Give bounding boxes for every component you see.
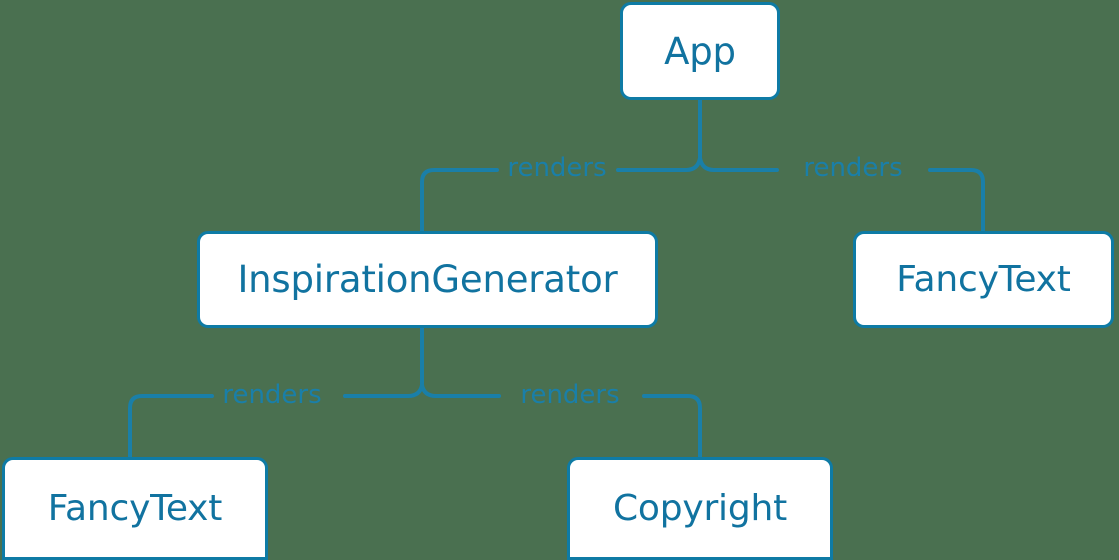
edge-inspirationgenerator-to-copyright <box>420 383 501 398</box>
node-fancy-text-right[interactable]: FancyText <box>853 231 1114 328</box>
node-fancy-text-bottom[interactable]: FancyText <box>2 457 268 560</box>
edge-inspirationgenerator-to-copyright-tail <box>642 394 702 459</box>
edge-app-to-fancytext-right <box>698 156 779 172</box>
node-fancy-text-bottom-label: FancyText <box>47 488 223 529</box>
node-inspiration-generator-label: InspirationGenerator <box>237 258 618 301</box>
edge-label-app-to-fancytext-right: renders <box>803 153 903 183</box>
node-fancy-text-right-label: FancyText <box>896 259 1071 300</box>
node-copyright-label: Copyright <box>612 488 788 529</box>
node-app[interactable]: App <box>620 2 780 100</box>
edge-label-inspirationgenerator-to-fancytext: renders <box>222 380 322 410</box>
edge-inspirationgenerator-to-fancytext-tail <box>128 394 214 459</box>
edge-label-app-to-inspirationgenerator: renders <box>507 153 607 183</box>
edge-app-to-inspirationgenerator-tail <box>420 168 499 233</box>
edge-label-inspirationgenerator-to-copyright: renders <box>520 380 620 410</box>
node-inspiration-generator[interactable]: InspirationGenerator <box>197 231 658 328</box>
node-copyright[interactable]: Copyright <box>567 457 833 560</box>
edge-inspirationgenerator-to-fancytext <box>343 383 424 398</box>
node-app-label: App <box>664 29 736 73</box>
edge-app-to-fancytext-right-tail <box>928 168 985 233</box>
edge-app-to-inspirationgenerator <box>616 156 702 172</box>
